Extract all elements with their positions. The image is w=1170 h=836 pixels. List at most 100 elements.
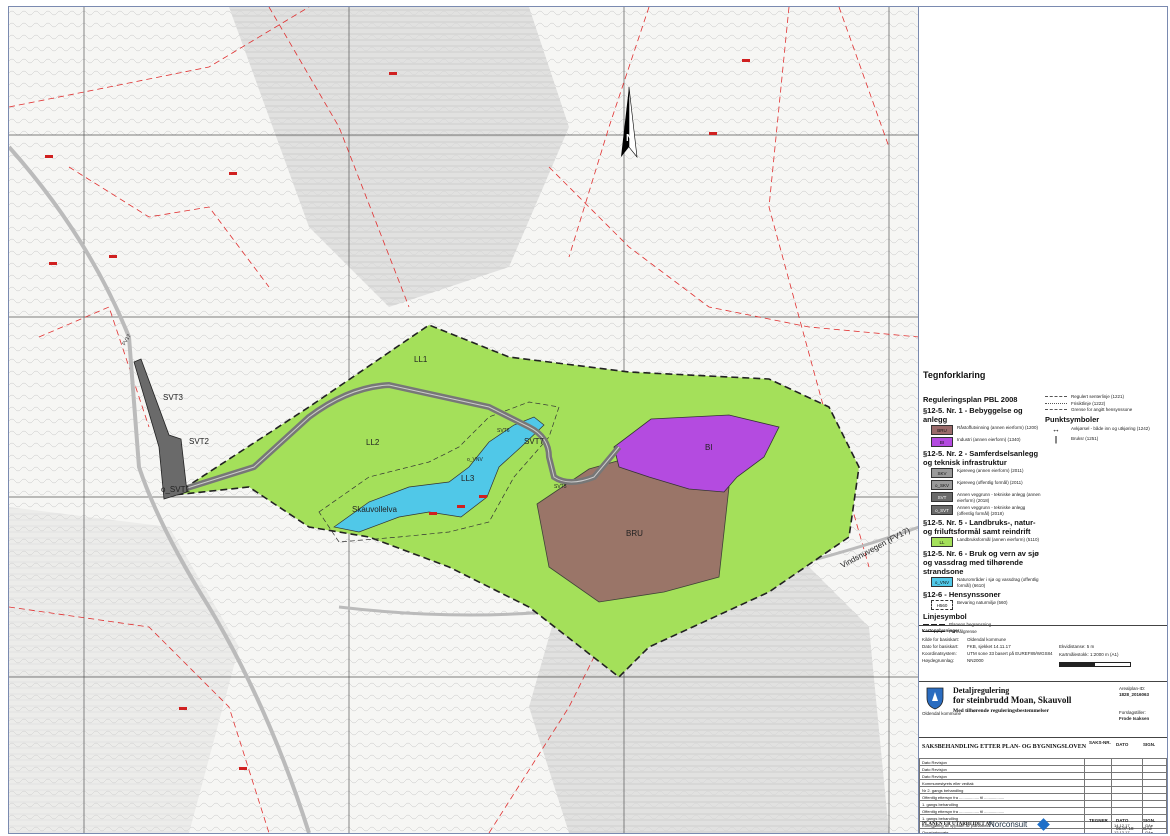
case-row-text: Dato Revisjon [919,765,1085,773]
legend-r3-text: Grense for angitt hensynssone [1071,407,1133,412]
company-name: Norconsult [989,820,1028,829]
legend-ll-text: Landbruksformål (annen eierform) (5110) [957,537,1039,542]
title-sub: Med tilhørende reguleringsbestemmelser [953,708,1050,714]
line-symbol-boundary [923,630,945,632]
swatch-skv: SKV [931,468,953,478]
case-row-nr [1084,765,1112,773]
case-row: Dato Revisjon [919,758,1167,766]
zone-ll-agricultural[interactable] [173,324,860,679]
case-row: Dato Revisjon [919,772,1167,780]
swatch-ovnv: o_VNV [931,577,953,587]
swatch-h560: H560 [931,600,953,610]
legend-row-p1: ↔ Avkjørsel - både inn og utkjøring (124… [1045,425,1163,434]
case-row-sign [1142,807,1167,815]
label-svt7: SVT7 [524,437,545,446]
case-row-text: Oppstartsmøte [919,828,1085,833]
legend-row-line1: Planens begrensning [923,622,1043,628]
legend-oskv-text: Kjøreveg (offentlig formål) (2011) [957,480,1023,485]
case-row-nr [1084,772,1112,780]
legend-row-svt: SVT Annen veggrunn - tekniske anlegg (an… [931,492,1043,503]
swatch-oskv: o_SKV [931,480,953,490]
label-ll3: LL3 [461,474,475,483]
case-row-text: 1. gangs behandling [919,800,1085,808]
swatch-bru: BRU [931,425,953,435]
label-bru: BRU [626,529,643,538]
legend-bi-text: Industri (annen eierform) (1340) [957,437,1021,442]
case-row-date [1111,807,1143,815]
legend-sec2: §12-5. Nr. 2 - Samferdselsanlegg og tekn… [923,449,1039,467]
case-row-text: Offentlig ettersyn fra .................… [919,807,1085,815]
label-ll1: LL1 [414,355,428,364]
swatch-bi: BI [931,437,953,447]
map-info-k2a: Dato for basiskart: [922,644,959,649]
legend-row-r1: Regulert senterlinje (1221) [1045,394,1163,400]
case-processing-block: SAKSBEHANDLING ETTER PLAN- OG BYGNINGSLO… [919,737,1167,833]
legend-row-bi: BI Industri (annen eierform) (1340) [931,437,1043,447]
map-info-scale: Kartmålestokk: 1:2000 m (A1) [1059,652,1119,657]
title-name2: for steinbrudd Moan, Skauvoll [953,695,1072,705]
case-row-text: Offentlig ettersyn fra .................… [919,793,1085,801]
map-info-k2b: FKB, sjekket 14.11.17 [967,644,1011,649]
case-row: Nr 2. gangs behandling [919,786,1167,794]
case-row: Offentlig ettersyn fra .................… [919,807,1167,815]
map-info-k3a: Koordinatsystem: [922,651,957,656]
case-col-nr: SAKS-NR. [1089,740,1111,745]
hillshade-north [229,7,569,307]
legend-r1-text: Regulert senterlinje (1221) [1071,394,1125,399]
bridge-icon: | [1054,434,1058,444]
label-svt6: SVT6 [497,428,510,434]
map-viewport[interactable]: N LL1 LL2 LL3 SVT3 SVT2 o_SVT1 SVT7 SVT6… [8,6,920,834]
case-row-date [1111,765,1143,773]
case-row-sign [1142,779,1167,787]
road-fv17-west [9,145,311,833]
line-symbol-plan [923,623,945,626]
title-plan-value: Frode Isaksen [1119,716,1150,721]
map-info-k4b: NN2000 [967,658,984,663]
case-row-nr [1084,793,1112,801]
swatch-svt: SVT [931,492,953,502]
case-row: Offentlig ettersyn fra .................… [919,793,1167,801]
map-info-title: Kartopplysninger [922,628,960,633]
label-svt3: SVT3 [163,393,184,402]
case-row-sign [1142,793,1167,801]
legend-osvt-text: Annen veggrunn - tekniske anlegg (offent… [957,505,1026,516]
label-bi: BI [705,443,713,452]
legend-line-title: Linjesymbol [923,612,967,621]
case-row-nr [1084,800,1112,808]
legend-row-oskv: o_SKV Kjøreveg (offentlig formål) (2011) [931,480,1043,490]
case-row-sign [1142,786,1167,794]
municipal-shield-icon [926,687,944,710]
legend-h560-text: Bevaring naturmiljø (560) [957,600,1008,605]
map-info-block: Kartopplysninger Kilde for basiskart: Ol… [919,625,1167,682]
case-row: 1. gangs behandling [919,800,1167,808]
case-row-nr [1084,786,1112,794]
legend-title: Tegnforklaring [923,370,986,380]
swatch-osvt: o_SVT [931,505,953,515]
case-row-sign [1142,772,1167,780]
scale-bar [1059,662,1131,667]
case-row-date [1111,786,1143,794]
legend-row-skv: SKV Kjøreveg (annen eierform) (2011) [931,468,1043,478]
zone-bi-industry[interactable] [613,414,780,493]
label-river: Skauvollelva [352,505,397,514]
case-row: Dato Revisjon [919,765,1167,773]
case-row: Kommunestyrets eller vedtak [919,779,1167,787]
case-sign-label: SIGN. [1143,818,1156,823]
legend-row-ovnv: o_VNV Naturområder i sjø og vassdrag (of… [931,577,1043,588]
map-info-ekv: Ekvidistanse: 5 m [1059,644,1095,649]
legend-sec5: §12-6 - Hensynssoner [923,590,1001,599]
zone-svt-access[interactable] [133,358,188,500]
line-symbol-sight [1045,402,1067,404]
zone-vnv-river[interactable] [333,416,545,533]
title-block: Oldendal kommune Detaljregulering for st… [919,681,1167,738]
legend-row-h560: H560 Bevaring naturmiljø (560) [931,600,1043,610]
zone-h560-boundary[interactable] [318,401,560,543]
legend-panel: Tegnforklaring Reguleringsplan PBL 2008 … [918,6,1168,834]
legend-bru-text: Råstoffutvinning (annen eierform) (1200) [957,425,1038,430]
label-ll2: LL2 [366,438,380,447]
legend-sec3: §12-5. Nr. 5 - Landbruks-, natur- og fri… [923,518,1036,536]
map-info-k3b: UTM sone 33 basert på EUREF89/WGS84 [967,651,1053,656]
north-arrow-half-icon [628,86,638,159]
